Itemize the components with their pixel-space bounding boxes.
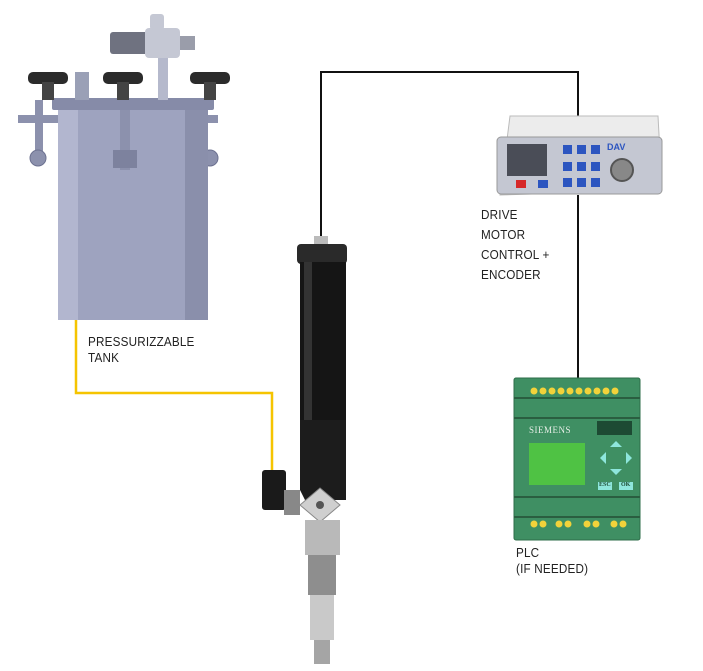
plc-label: PLC (IF NEEDED)	[516, 545, 588, 577]
drive-label-line: MOTOR	[481, 227, 526, 242]
drive-motor-controller: DAV	[496, 115, 663, 196]
plc-unit	[513, 377, 641, 541]
tank-label: PRESSURIZZABLE TANK	[88, 334, 195, 366]
plc-ok-button: OK	[621, 482, 631, 488]
plc-brand: SIEMENS	[529, 425, 572, 435]
tank-label-line: PRESSURIZZABLE	[88, 334, 195, 349]
dispensing-gun	[262, 236, 347, 664]
signal-cable	[320, 71, 579, 238]
pressurizable-tank	[18, 14, 230, 320]
plc-esc-button: ESC	[599, 482, 611, 488]
fluid-line	[74, 318, 274, 478]
plc-label-line: (IF NEEDED)	[516, 561, 589, 576]
drive-label-line: DRIVE	[481, 207, 518, 222]
plc-label-line: PLC	[516, 545, 540, 560]
drive-label-line: CONTROL +	[481, 247, 550, 262]
tank-label-line: TANK	[88, 350, 120, 365]
controller-brand-logo: DAV	[607, 142, 625, 152]
drive-label: DRIVE MOTOR CONTROL + ENCODER	[481, 205, 549, 285]
drive-label-line: ENCODER	[481, 267, 541, 282]
